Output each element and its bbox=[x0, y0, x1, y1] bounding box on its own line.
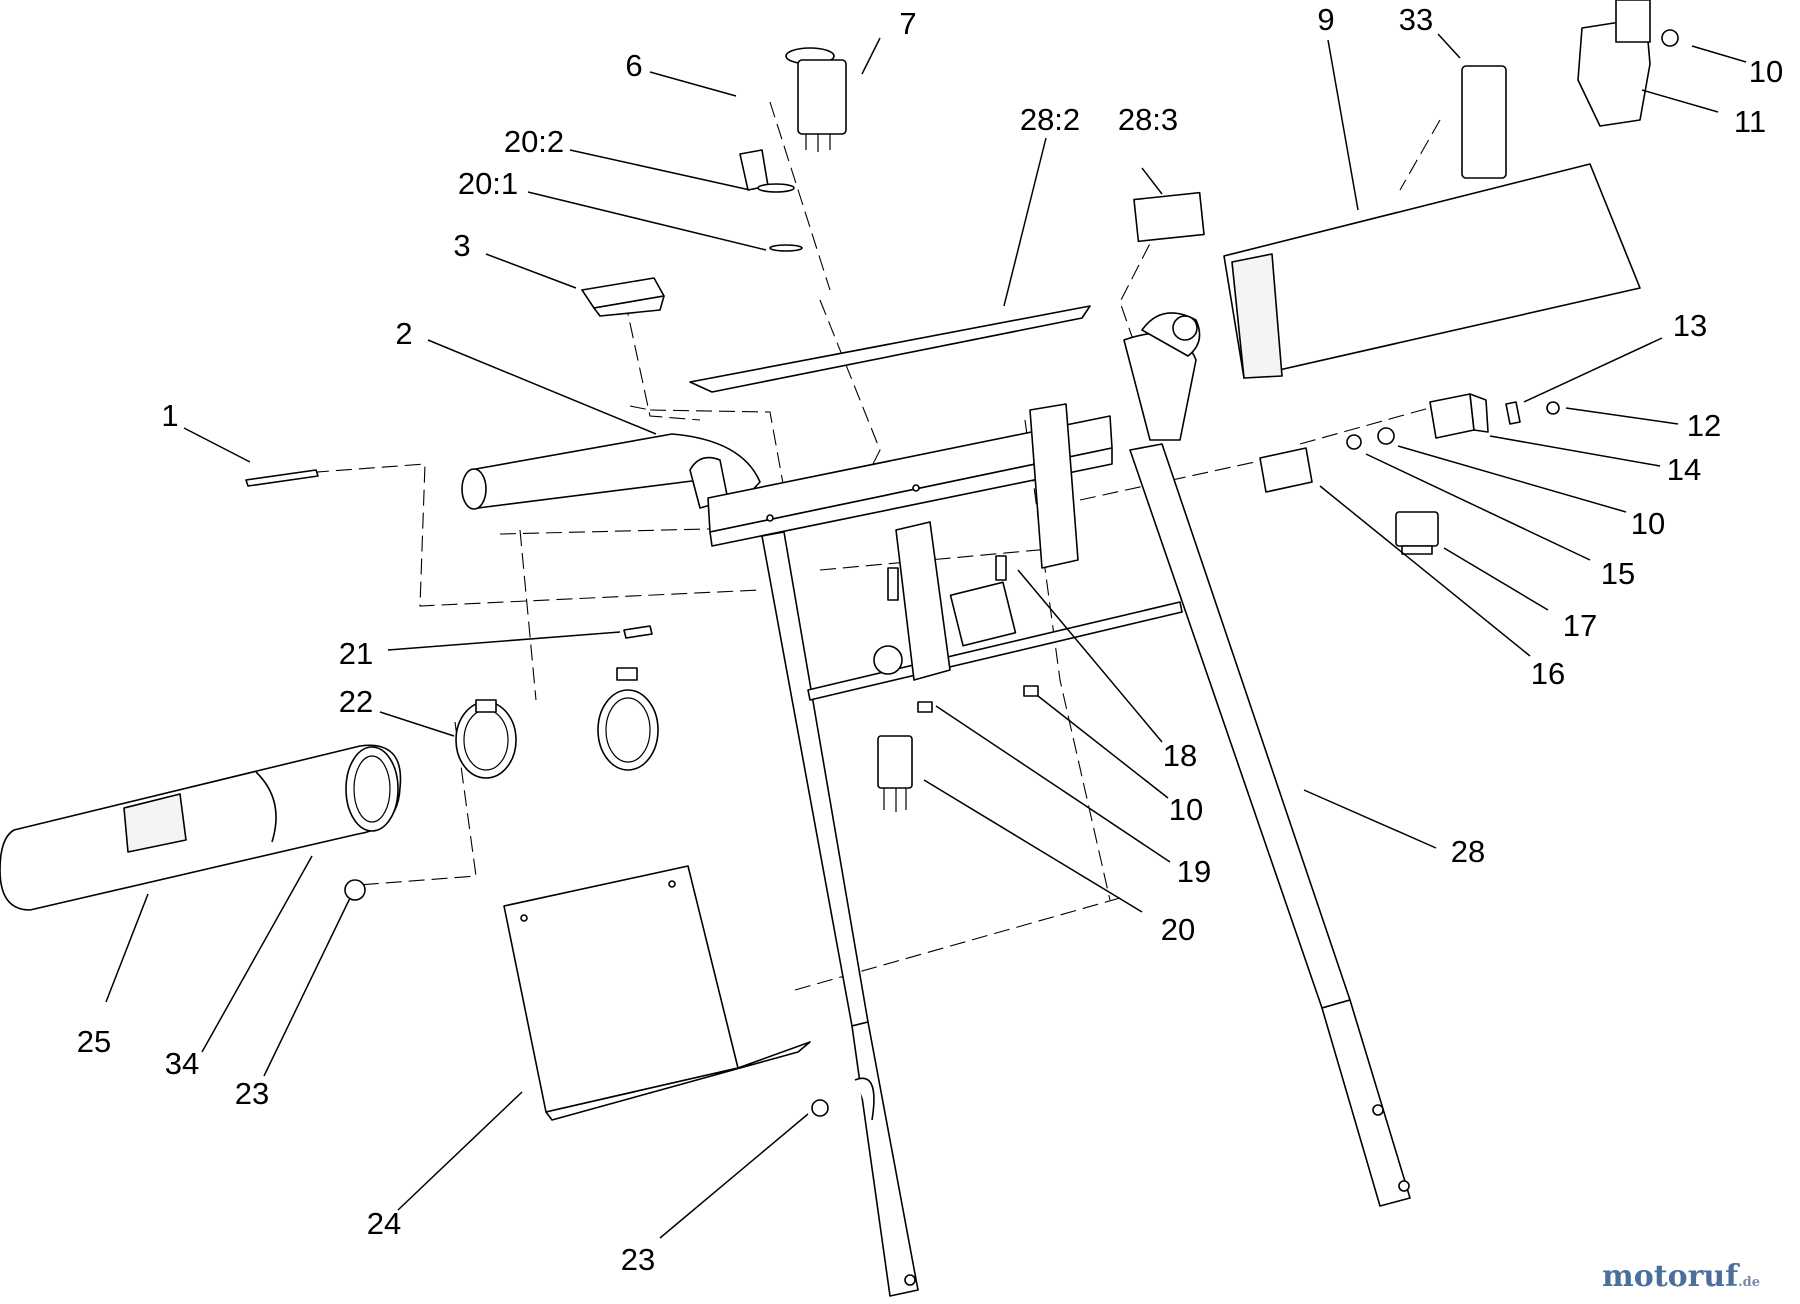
nut-10-center bbox=[1023, 685, 1039, 697]
washer-20-1 bbox=[769, 244, 803, 252]
callout-28-2: 28:2 bbox=[1020, 102, 1080, 137]
callout-1: 1 bbox=[161, 398, 178, 433]
callout-9: 9 bbox=[1317, 2, 1334, 37]
screw-12 bbox=[1546, 401, 1560, 415]
decal-33 bbox=[1461, 65, 1507, 179]
switch-3 bbox=[581, 277, 665, 317]
callout-18: 18 bbox=[1163, 738, 1197, 773]
bolt-19 bbox=[887, 567, 899, 601]
grip-tube bbox=[0, 744, 402, 911]
callout-10-top: 10 bbox=[1749, 54, 1783, 89]
callout-11: 11 bbox=[1734, 104, 1766, 139]
callout-labels: 1 2 3 6 7 9 10 10 10 11 12 13 14 15 16 1… bbox=[77, 2, 1783, 1277]
nut-center bbox=[917, 701, 933, 713]
guard-plate-24 bbox=[503, 865, 811, 1121]
decal-28-3 bbox=[1133, 191, 1205, 243]
callout-24: 24 bbox=[367, 1206, 401, 1241]
callout-33: 33 bbox=[1399, 2, 1433, 37]
key-6 bbox=[739, 149, 769, 191]
nut-10-top bbox=[1661, 29, 1679, 47]
washer-15 bbox=[1346, 434, 1362, 450]
nut-23-left bbox=[344, 879, 366, 901]
callout-17: 17 bbox=[1563, 608, 1597, 643]
callout-15: 15 bbox=[1601, 556, 1635, 591]
callout-22: 22 bbox=[339, 684, 373, 719]
bracket-11 bbox=[1577, 0, 1651, 127]
callout-28-3: 28:3 bbox=[1118, 102, 1178, 137]
callout-21: 21 bbox=[339, 636, 373, 671]
callout-16: 16 bbox=[1531, 656, 1565, 691]
callout-23-bottom: 23 bbox=[621, 1242, 655, 1277]
callout-2: 2 bbox=[395, 316, 412, 351]
callout-12: 12 bbox=[1687, 408, 1721, 443]
washer-20-2 bbox=[757, 183, 795, 193]
callout-20: 20 bbox=[1161, 912, 1195, 947]
mount-plate bbox=[807, 403, 1183, 701]
hose-clamp-right bbox=[597, 667, 659, 771]
watermark-logo: motoruf.de bbox=[1602, 1259, 1760, 1294]
clip-13 bbox=[1505, 401, 1521, 425]
nut-23-bottom bbox=[811, 1099, 829, 1117]
decal-plate-28-2 bbox=[689, 305, 1091, 393]
bracket-16 bbox=[1259, 447, 1313, 493]
bolt-1 bbox=[245, 469, 319, 487]
connector-20 bbox=[877, 735, 913, 812]
callout-20-1: 20:1 bbox=[458, 166, 518, 201]
right-upright bbox=[1123, 312, 1411, 1207]
ignition-switch-7 bbox=[785, 47, 847, 152]
left-upright bbox=[761, 531, 919, 1297]
bolt-18 bbox=[995, 555, 1007, 581]
flasher-17 bbox=[1395, 511, 1439, 555]
relay-14 bbox=[1429, 393, 1489, 439]
callout-10-center: 10 bbox=[1169, 792, 1203, 827]
callout-34: 34 bbox=[165, 1046, 199, 1081]
callout-20-2: 20:2 bbox=[504, 124, 564, 159]
callout-23-left: 23 bbox=[235, 1076, 269, 1111]
callout-19: 19 bbox=[1177, 854, 1211, 889]
watermark-suffix: .de bbox=[1738, 1275, 1760, 1290]
bolt-21 bbox=[623, 625, 653, 639]
leader-lines bbox=[105, 33, 1747, 1239]
callout-6: 6 bbox=[625, 48, 642, 83]
callout-13: 13 bbox=[1673, 308, 1707, 343]
panel-9 bbox=[1223, 163, 1641, 379]
cross-beam bbox=[707, 415, 1113, 547]
callout-28: 28 bbox=[1451, 834, 1485, 869]
callout-14: 14 bbox=[1667, 452, 1701, 487]
callout-10-right: 10 bbox=[1631, 506, 1665, 541]
callout-7: 7 bbox=[899, 6, 916, 41]
callout-3: 3 bbox=[453, 228, 470, 263]
nut-10-right bbox=[1377, 427, 1395, 445]
watermark-text: motoruf bbox=[1601, 1259, 1739, 1294]
callout-25: 25 bbox=[77, 1024, 111, 1059]
hose-clamp-left bbox=[455, 699, 517, 779]
